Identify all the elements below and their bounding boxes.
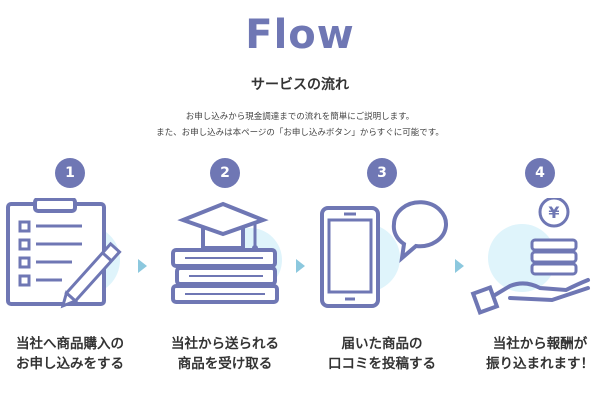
arrow-right-icon [455,259,464,273]
step-number-badge: 2 [210,158,240,188]
step-label-line-2: お申し込みをする [16,356,124,372]
step-number-badge: 4 [525,158,555,188]
step-number-badge: 1 [55,158,85,188]
step-label-line-1: 届いた商品の [341,336,423,352]
hand-yen-coins-icon: ¥ [470,198,590,316]
step-number-badge: 3 [367,158,397,188]
step-label-line-2: 口コミを投稿する [328,356,436,372]
step-label: 当社から報酬が 振り込まれます！ [470,334,600,374]
step-label-line-1: 当社へ商品購入の [16,336,124,352]
step-label: 届いた商品の 口コミを投稿する [312,334,452,374]
smartphone-speech-bubble-icon [320,200,448,308]
section-subtitle: サービスの流れ [251,77,349,93]
step-label: 当社へ商品購入の お申し込みをする [0,334,140,374]
step-label: 当社から送られる 商品を受け取る [155,334,295,374]
arrow-right-icon [138,259,147,273]
description-line-1: お申し込みから現金調達までの流れを簡単にご説明します。 [185,112,415,122]
page-title: Flow [245,12,355,58]
description-line-2: また、お申し込みは本ページの「お申し込みボタン」からすぐに可能です。 [156,128,444,138]
step-label-line-1: 当社から送られる [171,336,279,352]
svg-text:¥: ¥ [548,203,559,222]
books-graduation-cap-icon [171,201,282,304]
step-label-line-1: 当社から報酬が [492,336,588,352]
arrow-right-icon [296,259,305,273]
step-label-line-2: 商品を受け取る [177,356,273,372]
step-label-line-2: 振り込まれます！ [486,356,594,372]
clipboard-pencil-icon [6,198,122,309]
